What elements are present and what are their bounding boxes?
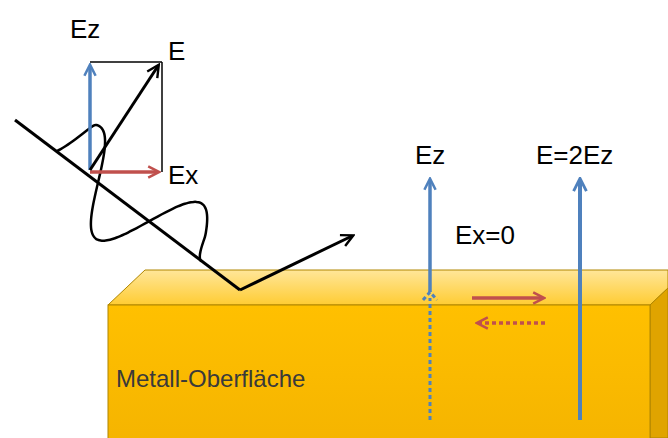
vector-label: E=2Ez [536,142,613,168]
ez-vector [428,180,432,292]
vector-label: Ex=0 [455,222,515,248]
wave-curve [56,125,207,262]
image-ez-vector [429,298,432,420]
e-vector [90,66,158,170]
ex-vector [472,296,543,300]
image-arrowhead [423,292,437,300]
vector-label: E [168,38,185,64]
slab-front [108,305,650,438]
helper-line [161,62,163,172]
vector-label: Ez [70,16,100,42]
image-ex-vector [478,321,545,325]
slab-side [650,288,668,438]
vector-label: Ez [415,142,445,168]
vector-label: Ex [168,162,198,188]
wave-group [56,125,207,262]
metal-surface: Metall-Oberfläche [108,305,650,438]
ex-vector [90,170,158,174]
surface-label: Metall-Oberfläche [116,367,305,391]
total-e-vector [578,180,582,420]
ez-vector [88,66,92,170]
helper-line [90,61,162,63]
reflected-ray [240,236,352,290]
slab-top [108,270,668,305]
incident-ray [15,120,240,290]
